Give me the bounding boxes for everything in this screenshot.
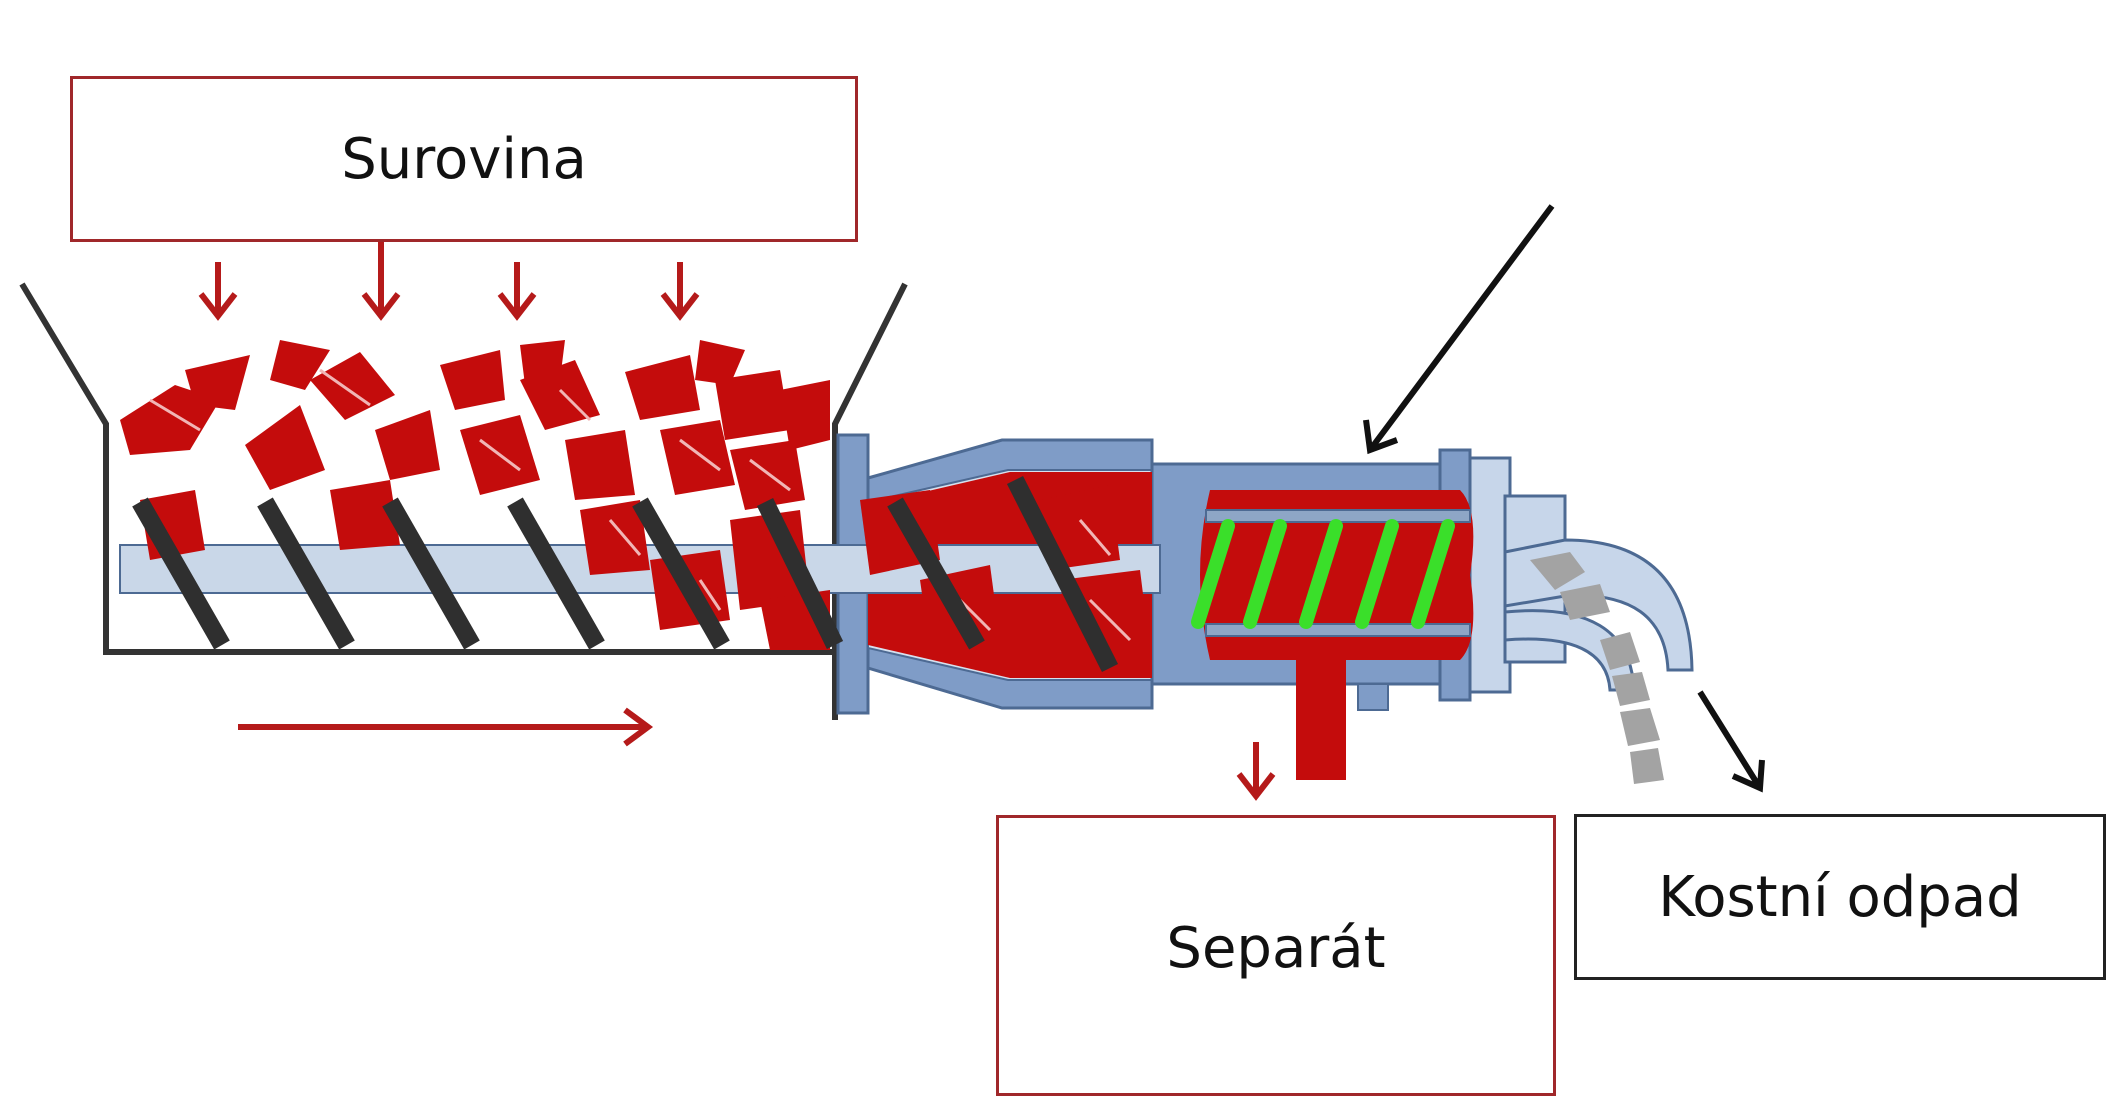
bone-waste-label: Kostní odpad	[1658, 864, 2022, 930]
output-arrow-icon	[1697, 690, 1765, 793]
output-arrow-icon	[1236, 742, 1276, 801]
hopper	[19, 282, 908, 720]
separate-outflow	[1296, 660, 1346, 780]
feed-arrow-icon	[497, 262, 537, 321]
auger-flights	[132, 475, 1119, 673]
separate-label-box: Separát	[996, 815, 1556, 1096]
raw-material-label: Surovina	[341, 126, 587, 192]
perforated-screen	[1191, 509, 1471, 637]
separate-label: Separát	[1166, 916, 1386, 981]
feed-arrow-icon	[198, 262, 238, 321]
raw-material-chunks	[120, 340, 1150, 660]
raw-material-label-box: Surovina	[70, 76, 858, 242]
bone-waste-particles	[1530, 552, 1664, 784]
bone-waste-label-box: Kostní odpad	[1574, 814, 2106, 980]
feed-arrow-icon	[361, 238, 401, 321]
feed-arrow-icon	[660, 262, 700, 321]
flow-direction-arrow-icon	[238, 707, 654, 747]
feed-arrows	[198, 238, 700, 321]
pointer-arrow-icon	[1363, 204, 1555, 455]
